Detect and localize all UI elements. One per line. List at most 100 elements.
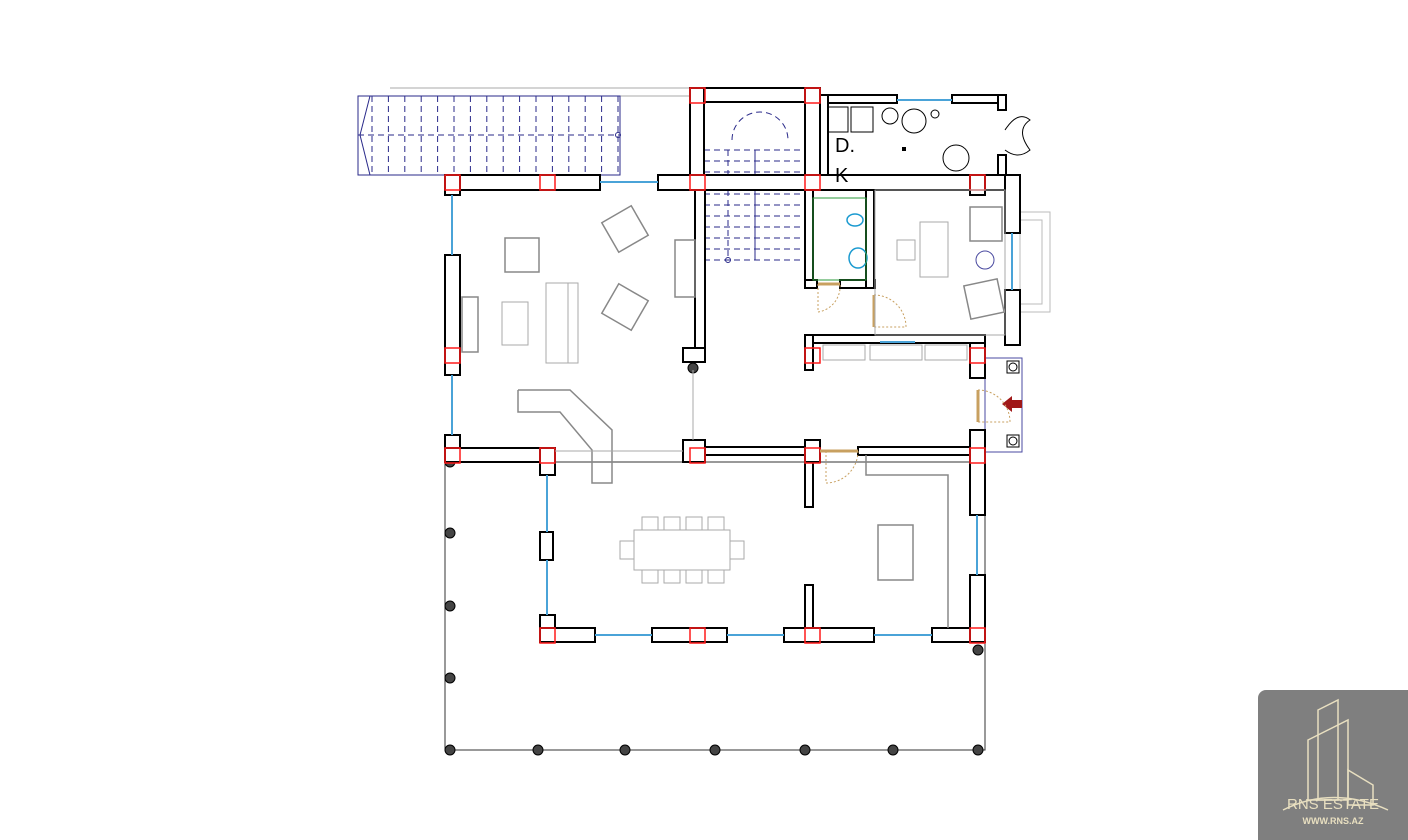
building-logo-icon bbox=[1282, 698, 1389, 811]
wall bbox=[694, 189, 706, 363]
furniture-piece bbox=[461, 296, 479, 353]
column bbox=[887, 744, 899, 756]
wall bbox=[539, 531, 554, 561]
furniture-outline bbox=[896, 239, 916, 261]
terrace bbox=[444, 362, 986, 756]
windows bbox=[451, 99, 1013, 636]
dining-chair bbox=[663, 569, 681, 584]
column bbox=[709, 744, 721, 756]
furniture-outline bbox=[874, 189, 1006, 336]
wall bbox=[1004, 174, 1021, 234]
furniture-outline bbox=[545, 282, 579, 364]
wall bbox=[1004, 289, 1021, 346]
porch-post-ring bbox=[1008, 362, 1018, 372]
interior-stairs bbox=[704, 111, 805, 263]
column-marker bbox=[444, 347, 461, 364]
wall bbox=[539, 447, 556, 476]
column-marker bbox=[444, 174, 461, 191]
wall bbox=[682, 347, 706, 363]
furniture-outline bbox=[924, 344, 968, 361]
dining-chair bbox=[707, 569, 725, 584]
wall bbox=[997, 94, 1007, 111]
column bbox=[444, 600, 456, 612]
logo-title: RNS ESTATE bbox=[1287, 796, 1379, 813]
furniture-piece bbox=[877, 524, 914, 581]
exterior-stairs bbox=[357, 87, 690, 176]
furniture-piece bbox=[504, 237, 540, 273]
dining-chair bbox=[663, 516, 681, 531]
wall bbox=[704, 446, 821, 456]
column-marker bbox=[804, 447, 821, 464]
wall bbox=[969, 429, 986, 516]
column-marker bbox=[539, 174, 556, 191]
entry-porch bbox=[984, 357, 1023, 453]
column-marker bbox=[804, 87, 821, 104]
dining-chair bbox=[619, 540, 635, 560]
column-marker bbox=[804, 627, 821, 644]
dining-chair bbox=[685, 516, 703, 531]
column-marker bbox=[804, 347, 821, 364]
wall bbox=[969, 339, 986, 379]
column bbox=[619, 744, 631, 756]
kitchen-fixture bbox=[930, 109, 940, 119]
dining-chair bbox=[641, 516, 659, 531]
column-marker bbox=[804, 174, 821, 191]
entry-arrow-icon bbox=[1002, 396, 1022, 412]
column-marker bbox=[969, 627, 986, 644]
column-marker bbox=[539, 447, 556, 464]
wall bbox=[804, 189, 814, 286]
furniture-outline bbox=[822, 344, 866, 361]
column bbox=[444, 527, 456, 539]
column-marker bbox=[539, 627, 556, 644]
column bbox=[444, 672, 456, 684]
column bbox=[972, 644, 984, 656]
wall bbox=[819, 94, 829, 186]
rns-estate-logo: RNS ESTATE WWW.RNS.AZ bbox=[1258, 690, 1408, 840]
furniture-outline bbox=[633, 529, 731, 571]
office-balcony bbox=[1019, 211, 1051, 313]
room-label-d: D. bbox=[835, 135, 855, 157]
furniture-piece bbox=[674, 239, 696, 298]
wall bbox=[969, 574, 986, 643]
doors bbox=[817, 116, 1031, 484]
column bbox=[444, 744, 456, 756]
dining-chair bbox=[685, 569, 703, 584]
wall bbox=[865, 189, 875, 289]
furniture-outline bbox=[501, 301, 529, 346]
column-markers bbox=[444, 87, 986, 644]
wall bbox=[539, 627, 596, 643]
logo-url: WWW.RNS.AZ bbox=[1302, 816, 1364, 826]
wall bbox=[444, 174, 601, 191]
furniture-outline bbox=[919, 221, 949, 278]
dining-chair bbox=[707, 516, 725, 531]
column-marker bbox=[689, 627, 706, 644]
column-marker bbox=[444, 447, 461, 464]
wall bbox=[804, 439, 821, 463]
kitchen-fixture bbox=[901, 108, 927, 134]
furniture-outline bbox=[869, 344, 923, 361]
furniture-piece bbox=[969, 206, 1003, 242]
column-marker bbox=[689, 174, 706, 191]
column bbox=[799, 744, 811, 756]
column bbox=[532, 744, 544, 756]
wall bbox=[804, 584, 814, 631]
wall bbox=[682, 439, 706, 463]
column-marker bbox=[689, 447, 706, 464]
furniture bbox=[461, 106, 1006, 628]
kitchen-fixture bbox=[881, 107, 899, 125]
wall bbox=[819, 94, 898, 104]
room-label-k: K bbox=[835, 165, 849, 187]
wall bbox=[969, 174, 986, 196]
wall bbox=[804, 279, 818, 289]
wall bbox=[689, 87, 821, 103]
wall bbox=[444, 174, 461, 196]
column-marker bbox=[689, 87, 706, 104]
dining-chair bbox=[641, 569, 659, 584]
kitchen-sink bbox=[850, 106, 874, 133]
column bbox=[972, 744, 984, 756]
wall bbox=[857, 446, 986, 456]
wall bbox=[804, 334, 814, 371]
kitchen-fixture bbox=[942, 144, 970, 172]
porch-post-ring bbox=[1008, 436, 1018, 446]
